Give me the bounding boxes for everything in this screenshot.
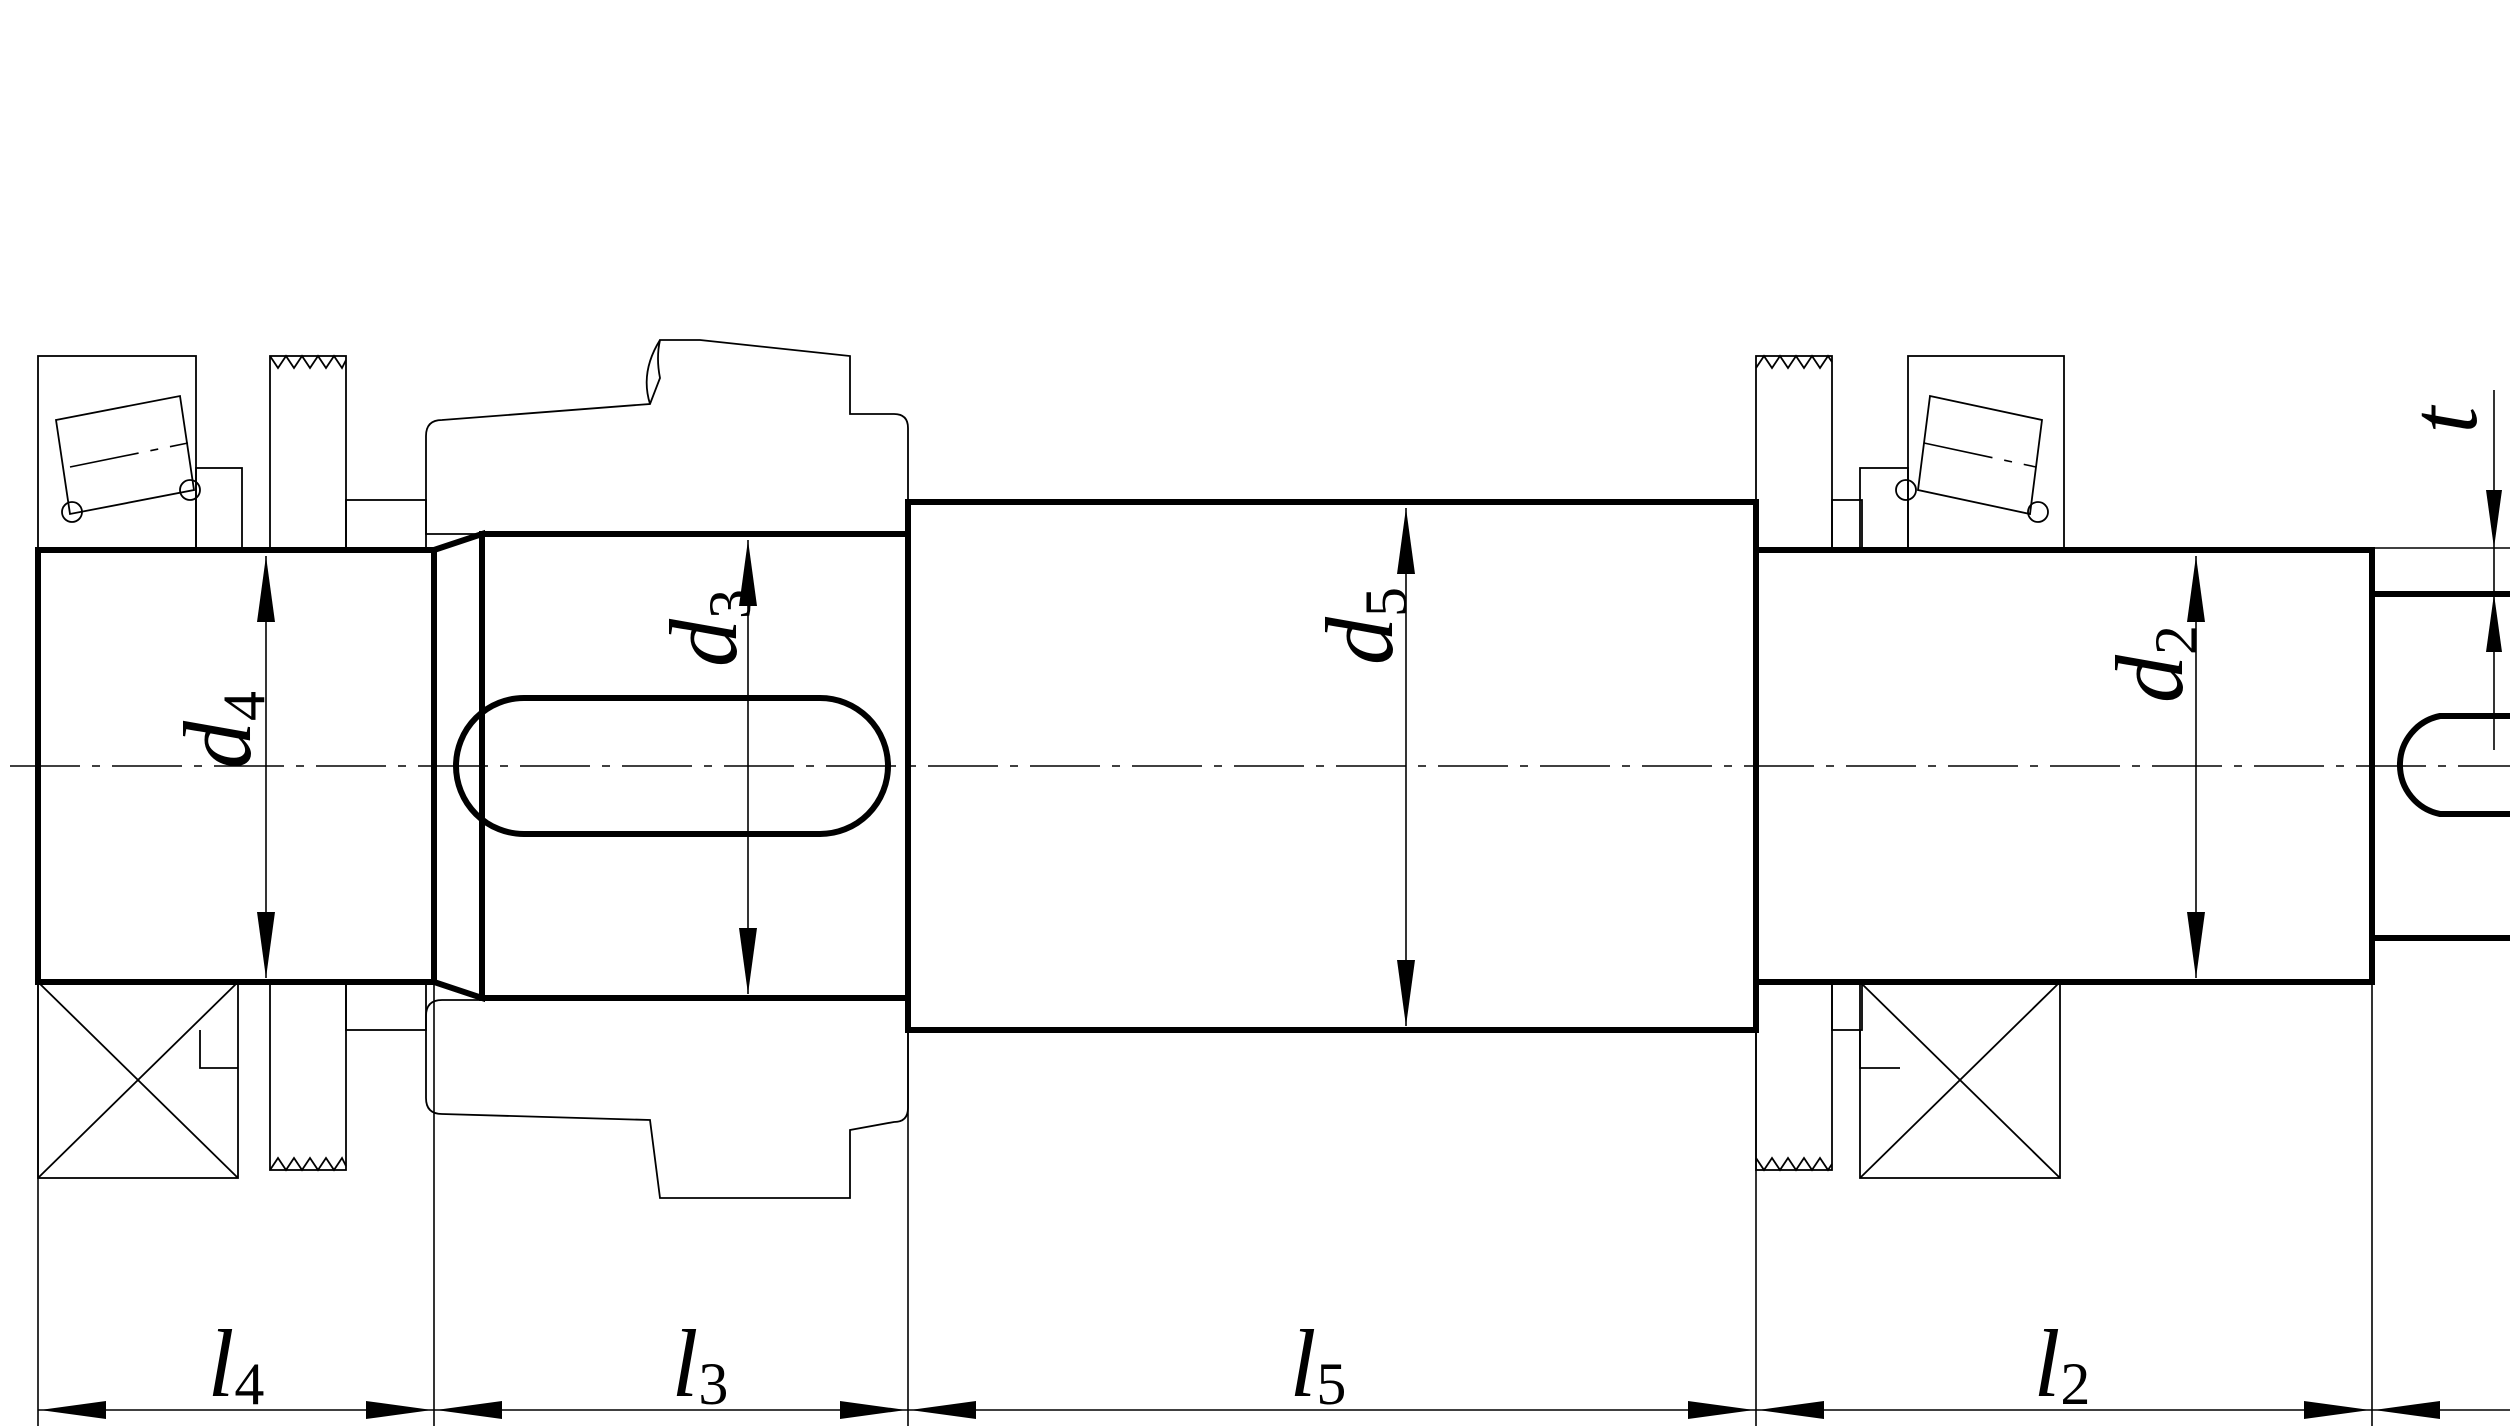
left-seal-cover-top xyxy=(195,354,427,549)
keyway-d3 xyxy=(453,695,891,837)
dimension-l4: l4 xyxy=(40,1310,432,1419)
right-bearing-top xyxy=(1859,355,2065,549)
dimension-d2: d2 xyxy=(2096,556,2209,978)
dimension-d3-label: d3 xyxy=(650,589,763,667)
dimension-l3: l3 xyxy=(436,1310,906,1419)
right-seal-cover-bottom xyxy=(1755,981,1863,1172)
left-bearing-bottom xyxy=(37,981,239,1179)
dimension-d5: d5 xyxy=(1306,508,1419,1026)
dimension-l4-label: l4 xyxy=(208,1310,265,1417)
left-seal-cover-bottom xyxy=(269,981,427,1172)
dimension-l2-label: l2 xyxy=(2034,1310,2091,1417)
dimension-l2: l2 xyxy=(1758,1310,2370,1419)
dimension-d4: d4 xyxy=(164,556,277,978)
gear-hub-top xyxy=(425,339,909,535)
dimension-end-arrow xyxy=(2374,1401,2440,1419)
dimension-d3: d3 xyxy=(650,540,763,994)
right-bearing-bottom xyxy=(1859,981,2061,1179)
dimension-l5: l5 xyxy=(910,1310,1754,1419)
keyway-end xyxy=(2396,713,2510,817)
left-bearing-top xyxy=(37,355,201,549)
dimension-l3-label: l3 xyxy=(672,1310,729,1417)
dimension-d5-label: d5 xyxy=(1306,587,1419,665)
gear-hub-bottom xyxy=(425,999,909,1199)
length-extension-lines xyxy=(37,982,2510,1426)
right-seal-cover-top xyxy=(1755,354,1863,549)
dimension-l5-label: l5 xyxy=(1290,1310,1347,1417)
dimension-t: t xyxy=(2372,390,2510,750)
dimension-d2-label: d2 xyxy=(2096,625,2209,703)
dimension-d4-label: d4 xyxy=(164,691,277,769)
dimension-t-label: t xyxy=(2390,404,2497,433)
